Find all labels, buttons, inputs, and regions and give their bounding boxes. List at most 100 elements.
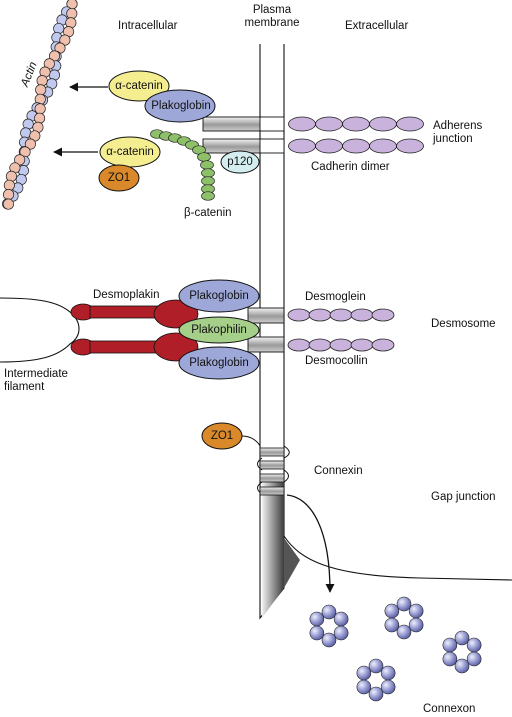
beta-catenin-chain	[150, 129, 215, 201]
connexin-subunit	[408, 603, 424, 619]
connexin-subunit	[442, 651, 458, 667]
desmocollin-domain	[371, 338, 395, 352]
desmoglein-domain	[308, 308, 332, 322]
desmoglein-domain	[287, 308, 311, 322]
connexin-subunit	[384, 603, 400, 619]
connexin-subunit	[380, 679, 396, 695]
connexon-arrow	[286, 494, 335, 593]
cadherin-domain	[315, 116, 343, 132]
desmosomal-cadherin-block-lower	[247, 336, 285, 353]
extracellular-label: Extracellular	[345, 20, 409, 32]
cadherin-membrane-segment-lower	[259, 138, 285, 154]
cadherin-dimer	[288, 116, 424, 154]
beta-catenin-repeat	[201, 176, 215, 186]
desmocollin-domain	[287, 338, 311, 352]
connexin-subunit	[408, 617, 424, 633]
desmocollin-label: Desmocollin	[305, 355, 368, 367]
gap-junction-label: Gap junction	[431, 491, 496, 503]
intermediate-filament-label-line2: filament	[4, 381, 45, 394]
adherens-junction-label: Adherens junction	[433, 120, 482, 146]
desmosomal-cadherin-block-upper	[247, 307, 285, 324]
connexin-segment-3	[259, 473, 285, 483]
intermediate-filament-label: Intermediate filament	[4, 368, 68, 394]
desmocollin-chain	[287, 338, 395, 352]
desmoplakin-rod-upper	[89, 305, 159, 319]
connexin-subunit	[380, 665, 396, 681]
connexin-subunit	[466, 637, 482, 653]
beta-catenin-repeat	[201, 168, 215, 178]
gap-junction	[201, 422, 482, 702]
actin-bead-pink	[34, 103, 46, 115]
connexin-subunit	[368, 686, 384, 702]
desmoplakin-label: Desmoplakin	[93, 289, 160, 301]
beta-catenin-repeat	[201, 191, 215, 201]
plasma-membrane-label-line1: Plasma	[252, 4, 292, 16]
plakoglobin-lower-shape	[178, 346, 260, 380]
plasma-membrane-label-line2: membrane	[244, 17, 300, 30]
p120-shape	[220, 150, 260, 174]
cadherin-domain	[315, 138, 343, 154]
beta-catenin-label: β-catenin	[184, 207, 232, 219]
connexon-ring	[309, 604, 349, 648]
connexin-subunit	[333, 625, 349, 641]
connexin-subunit	[356, 665, 372, 681]
cadherin-intracellular-block-lower	[202, 138, 262, 154]
plakophilin-label: Plakophilin	[191, 324, 247, 336]
intermediate-filament	[0, 297, 80, 363]
connexin-subunit	[321, 632, 337, 648]
plakoglobin-upper-shape	[178, 279, 260, 313]
actin-bead-pink	[3, 189, 15, 201]
connexin-subunit	[442, 637, 458, 653]
alpha-catenin-upper-label: α-catenin	[115, 80, 163, 92]
actin-bead-pink	[24, 138, 36, 150]
connexin-subunit	[454, 658, 470, 674]
desmocollin-domain	[308, 338, 332, 352]
cadherin-domain	[396, 138, 424, 154]
cadherin-domain	[369, 116, 397, 132]
plakoglobin-lower-label: Plakoglobin	[189, 357, 249, 369]
desmoglein-domain	[350, 308, 374, 322]
connexin-subunit	[356, 679, 372, 695]
plakoglobin-adherens-label: Plakoglobin	[151, 100, 211, 112]
connexon-ring	[384, 596, 424, 640]
connexin-segment-1	[259, 447, 285, 457]
alpha-catenin-upper-shape	[108, 70, 170, 102]
desmosome-junction	[0, 279, 395, 380]
actin-bead-pink	[34, 112, 46, 124]
plakoglobin-adherens-shape	[144, 89, 216, 123]
cadherin-domain	[396, 116, 424, 132]
connexin-subunit	[333, 611, 349, 627]
cadherin-domain	[369, 138, 397, 154]
plasma-membrane-label: Plasma membrane	[240, 4, 304, 30]
intracellular-label: Intracellular	[118, 20, 178, 32]
cadherin-intracellular-block-upper	[202, 116, 262, 132]
actin-bead-pink	[66, 7, 78, 20]
cadherin-domain	[342, 116, 370, 132]
adherens-junction-label-line2: junction	[433, 133, 473, 146]
connexin-segment-2	[259, 460, 285, 470]
cadherin-domain	[288, 116, 316, 132]
connexin-subunit	[396, 596, 412, 612]
actin-bead-pink	[59, 34, 71, 46]
cadherin-domain	[288, 138, 316, 154]
desmoplakin-head-upper	[153, 299, 199, 329]
connexin-segment-4	[259, 486, 285, 496]
cadherin-membrane-segment-upper	[259, 116, 285, 132]
catenin-actin-arrows	[53, 82, 108, 157]
cadherin-dimer-label: Cadherin dimer	[311, 161, 390, 173]
connexin-subunit	[309, 625, 325, 641]
connexon-ring	[356, 658, 396, 702]
connexon-rings	[309, 596, 482, 702]
actin-bead-pink	[3, 179, 15, 191]
connexon-label: Connexon	[423, 703, 476, 715]
alpha-catenin-lower-label: α-catenin	[106, 146, 154, 158]
intermediate-filament-label-line1: Intermediate	[4, 368, 68, 380]
connexin-subunit	[368, 658, 384, 674]
actin-bead-pink	[35, 84, 47, 96]
beta-catenin-repeat	[200, 160, 214, 170]
actin-bead-pink	[2, 198, 14, 210]
desmosome-label: Desmosome	[431, 318, 496, 330]
plakoglobin-upper-label: Plakoglobin	[189, 290, 249, 302]
actin-bead-pink	[36, 75, 48, 87]
